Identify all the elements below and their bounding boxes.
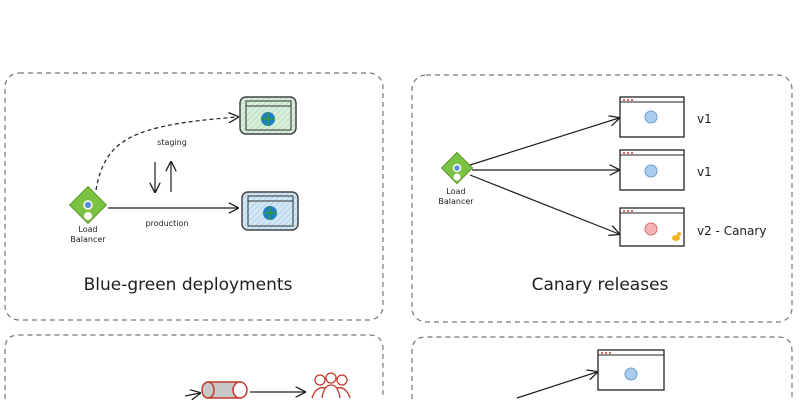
staging-server-window	[239, 96, 297, 135]
production-server-window	[241, 191, 299, 231]
target-label: v1	[697, 165, 712, 179]
server-window-v1-b	[619, 149, 685, 191]
canary-bird-icon	[672, 232, 681, 241]
target-label: v2 - Canary	[697, 224, 766, 238]
target-label: v1	[697, 112, 712, 126]
bottom-right-panel	[411, 336, 793, 399]
blue-green-panel: Load Balancer staging production Blue-gr…	[4, 72, 384, 321]
circle-red-icon	[644, 222, 658, 236]
load-balancer-label-line1: Load	[78, 225, 97, 234]
server-window	[597, 349, 665, 391]
canary-panel: Load Balancer v1 v1 v2 - Canary Canary	[411, 74, 793, 323]
users-group-icon	[311, 372, 351, 399]
production-label: production	[146, 219, 189, 228]
staging-label: staging	[157, 138, 187, 147]
load-balancer-icon	[440, 151, 474, 185]
circle-blue-icon	[644, 110, 658, 124]
input-arrow	[184, 393, 200, 396]
load-balancer-icon	[68, 185, 108, 225]
bottom-left-panel	[4, 334, 384, 399]
load-balancer-label-line1: Load	[446, 187, 465, 196]
circle-blue-icon	[644, 164, 658, 178]
route-arrow	[516, 372, 597, 399]
route-arrow-v1-a	[469, 118, 619, 166]
route-arrow-canary	[469, 174, 619, 234]
load-balancer-label-line2: Balancer	[438, 197, 474, 206]
canary-title: Canary releases	[532, 275, 669, 295]
server-window-v2-canary	[619, 207, 685, 247]
queue-cylinder-icon	[201, 381, 248, 399]
server-window-v1-a	[619, 96, 685, 138]
blue-green-title: Blue-green deployments	[84, 275, 293, 295]
staging-arrow	[95, 117, 238, 191]
load-balancer-label-line2: Balancer	[70, 235, 106, 244]
circle-blue-icon	[624, 367, 638, 381]
